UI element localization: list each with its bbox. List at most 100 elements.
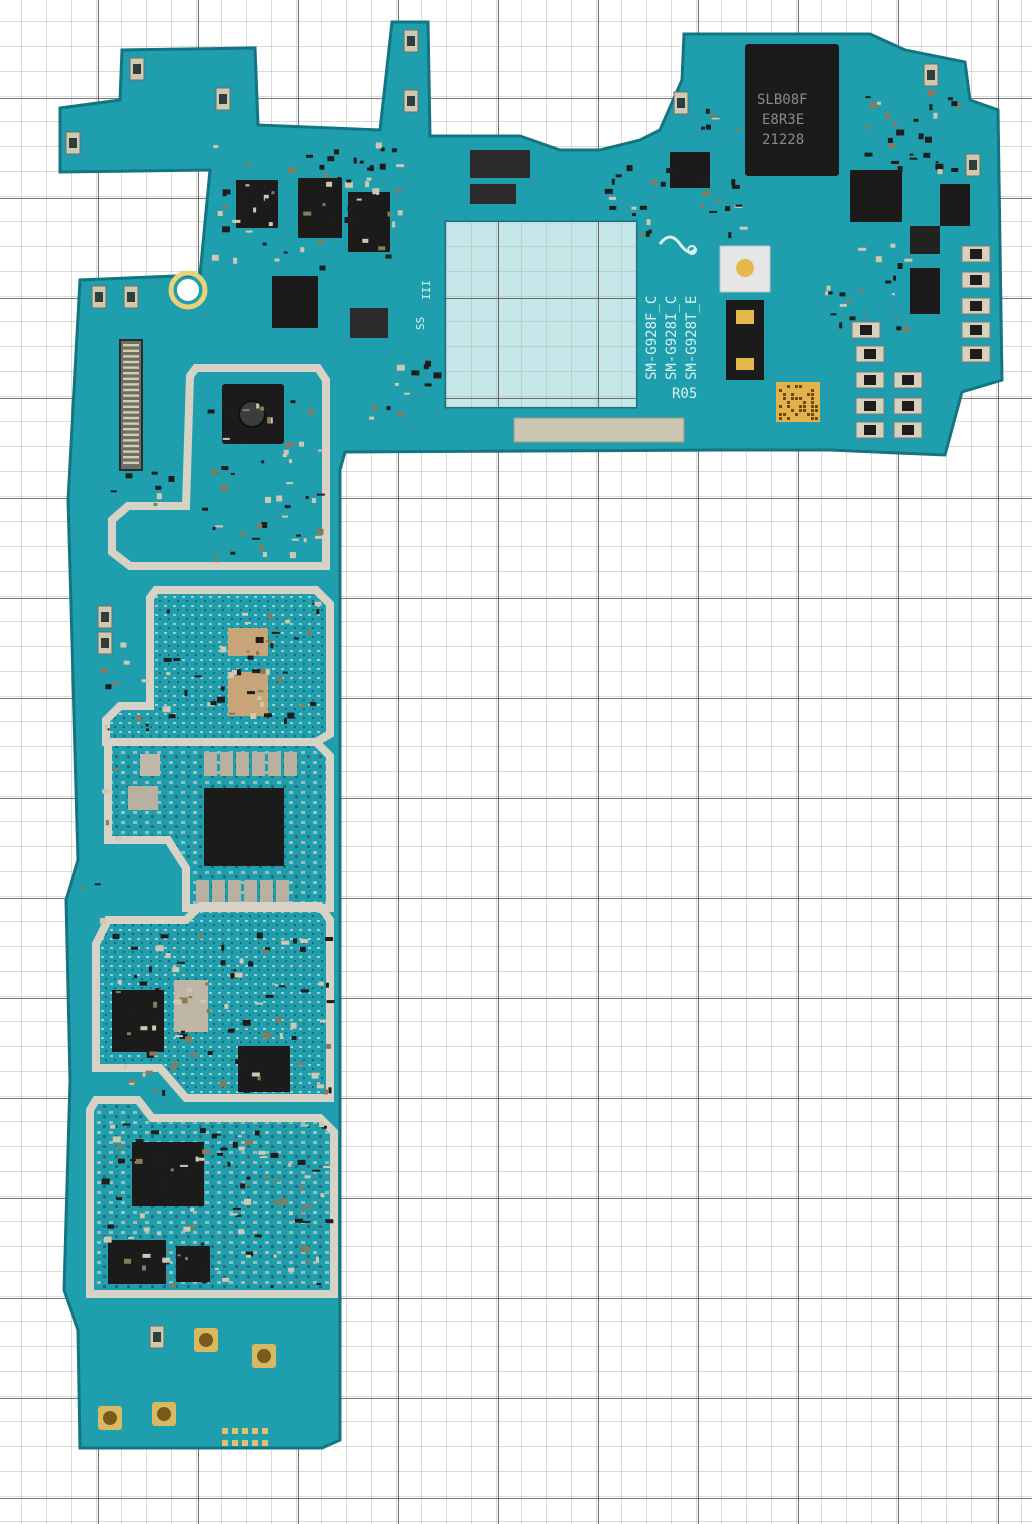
smd-component <box>284 505 291 509</box>
capacitor <box>284 752 297 776</box>
test-pad <box>232 1428 238 1434</box>
smd-component <box>923 152 931 158</box>
rf-connector-center <box>157 1407 171 1421</box>
smd-component <box>235 1214 242 1217</box>
smd-component <box>839 303 847 307</box>
smd-component <box>291 538 299 541</box>
connector-pin <box>123 372 139 375</box>
smd-component <box>145 723 149 727</box>
smd-component <box>700 204 705 208</box>
smd-component <box>177 1254 181 1257</box>
smd-component <box>235 669 242 676</box>
ic-chip <box>112 990 164 1052</box>
smd-component <box>864 152 873 157</box>
smd-component <box>299 1185 305 1190</box>
smd-component <box>259 1156 268 1159</box>
smd-component <box>379 163 386 170</box>
smd-component <box>241 531 246 537</box>
smd-component <box>115 1145 124 1149</box>
connector-pin <box>123 428 139 431</box>
smd-component <box>258 1150 266 1155</box>
smd-component <box>224 1003 229 1009</box>
smd-component <box>126 1239 130 1246</box>
smd-component <box>270 1152 279 1158</box>
smd-component <box>885 280 892 284</box>
smd-component <box>279 1198 287 1205</box>
smd-component <box>424 383 432 387</box>
smd-component <box>102 789 111 794</box>
smd-component <box>276 495 283 502</box>
smd-component <box>194 675 202 678</box>
smd-component <box>250 713 257 719</box>
smd-component <box>213 145 219 149</box>
smd-component <box>233 969 237 972</box>
smd-component <box>217 211 223 216</box>
camera-lens-icon <box>238 400 266 428</box>
datamatrix-cell <box>779 389 782 392</box>
smd-component <box>650 180 658 185</box>
smd-component <box>181 1030 185 1034</box>
smd-component <box>324 1089 328 1095</box>
smd-component <box>215 558 218 563</box>
smd-component <box>264 1176 269 1180</box>
datamatrix-cell <box>811 401 814 404</box>
capacitor <box>212 880 225 902</box>
smd-component <box>172 1061 179 1067</box>
smd-component <box>863 314 867 317</box>
smd-component <box>274 984 278 987</box>
smd-component <box>289 552 296 559</box>
smd-component <box>222 189 231 195</box>
smd-component <box>317 449 323 452</box>
smd-component <box>857 290 865 293</box>
smd-component <box>839 322 843 329</box>
smd-component <box>110 1124 116 1129</box>
smd-component <box>156 493 162 500</box>
smd-component <box>162 1089 166 1096</box>
smd-component <box>238 1229 245 1235</box>
smd-component <box>344 217 350 223</box>
smd-component <box>325 982 329 988</box>
smd-component <box>237 1135 242 1138</box>
smd-component <box>710 113 714 119</box>
smd-component <box>319 1019 327 1023</box>
smd-component <box>325 937 334 941</box>
capacitor-body <box>153 1332 161 1342</box>
smd-component <box>316 493 325 496</box>
smd-component <box>648 229 652 234</box>
revision-label: R05 <box>672 386 697 402</box>
smd-component <box>254 1234 262 1238</box>
smd-component <box>222 1277 230 1282</box>
smd-component <box>239 958 244 964</box>
smd-component <box>122 1123 131 1126</box>
smd-component <box>299 441 304 447</box>
smd-component <box>151 1130 160 1135</box>
smd-component <box>184 689 188 696</box>
smd-component <box>308 408 314 415</box>
smd-component <box>207 1051 213 1055</box>
smd-component <box>731 184 740 189</box>
smd-component <box>112 767 119 770</box>
smd-component <box>274 258 280 262</box>
connector-pin <box>123 344 139 347</box>
smd-component <box>356 198 362 201</box>
connector-pin <box>123 433 139 436</box>
smd-component <box>937 169 943 175</box>
smd-component <box>221 944 225 951</box>
smd-component <box>666 168 675 174</box>
smd-component <box>289 459 292 464</box>
ic-chip <box>298 178 342 238</box>
smd-component <box>887 137 893 143</box>
smd-component <box>210 472 219 475</box>
capacitor-body <box>101 612 109 622</box>
smd-component <box>302 1220 311 1223</box>
datamatrix-cell <box>779 405 782 408</box>
smd-component <box>190 1207 195 1212</box>
datamatrix-cell <box>799 409 802 412</box>
smd-component <box>244 1198 251 1205</box>
smd-component <box>604 188 613 194</box>
smd-component <box>705 108 710 114</box>
smd-component <box>317 528 324 535</box>
smd-component <box>295 534 301 537</box>
smd-component <box>136 715 142 722</box>
ic-chip <box>470 150 530 178</box>
